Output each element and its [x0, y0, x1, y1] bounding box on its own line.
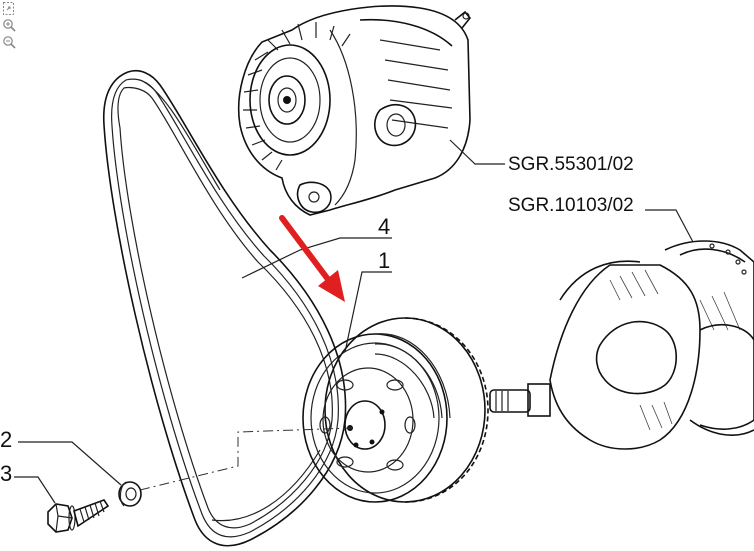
- belt-callout-number: 4: [378, 214, 390, 239]
- washer-leader: [18, 441, 122, 486]
- zoom-toolbar: [2, 1, 18, 52]
- crankshaft-drawing[interactable]: [489, 240, 754, 450]
- drive-belt[interactable]: [102, 69, 347, 547]
- zoom-out-icon[interactable]: [2, 35, 16, 50]
- belt-leader: [241, 237, 392, 279]
- pulley-leader: [344, 271, 392, 353]
- washer-callout-number: 2: [0, 427, 12, 452]
- alternator-drawing[interactable]: [237, 5, 472, 216]
- bolt[interactable]: [47, 499, 110, 533]
- highlight-arrow: [279, 215, 345, 302]
- bolt-leader: [14, 476, 56, 504]
- zoom-in-icon[interactable]: [2, 18, 16, 33]
- alternator-leader: [449, 139, 505, 165]
- crankshaft-leader: [645, 209, 694, 243]
- crankshaft-pulley[interactable]: [302, 317, 489, 503]
- pulley-callout-number: 1: [378, 248, 390, 273]
- washer[interactable]: [118, 481, 142, 507]
- crankshaft-callout: SGR.10103/02: [508, 195, 634, 216]
- fit-icon[interactable]: [2, 1, 16, 16]
- bolt-callout-number: 3: [0, 461, 12, 486]
- alternator-callout: SGR.55301/02: [508, 154, 634, 175]
